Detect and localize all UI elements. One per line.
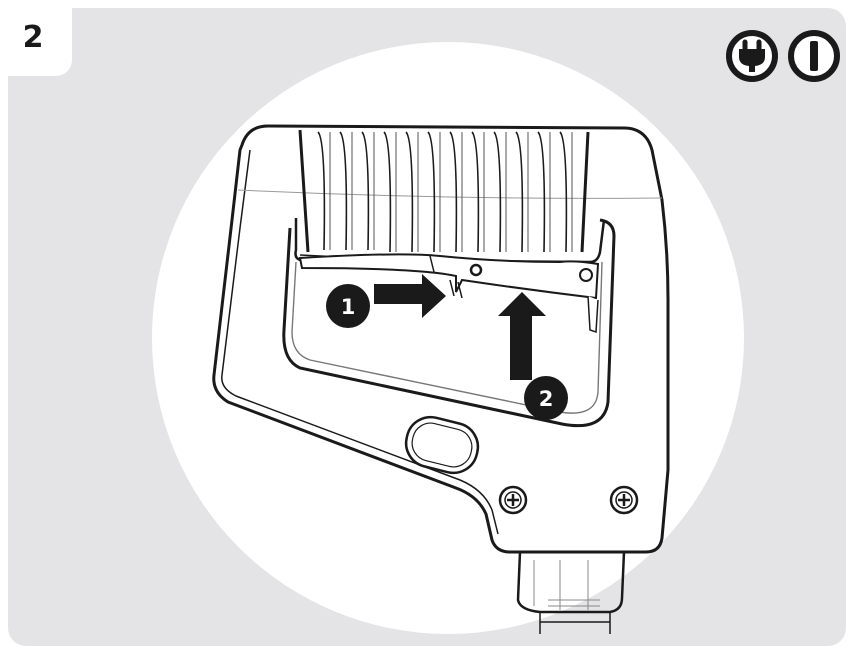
arrow-up-icon — [498, 292, 546, 380]
screw-right-icon — [609, 485, 639, 515]
callout-1-label: 1 — [341, 295, 356, 319]
step-number: 2 — [22, 19, 44, 55]
step-badge: 2 — [8, 8, 72, 76]
callout-2-label: 2 — [539, 387, 554, 411]
filter-latch — [298, 253, 600, 334]
power-icons — [726, 30, 840, 82]
plug-icon — [726, 30, 778, 82]
arrow-right-icon — [374, 274, 446, 318]
power-off-icon — [788, 30, 840, 82]
oval-button — [404, 415, 480, 475]
callout-2-badge — [524, 376, 568, 420]
callout-1-badge — [326, 284, 370, 328]
callout-2: 2 — [498, 292, 568, 420]
screw-left-icon — [498, 485, 528, 515]
device-body — [212, 124, 670, 554]
cable-outlet — [516, 551, 626, 634]
filter-grille — [298, 129, 590, 253]
callout-1: 1 — [326, 274, 446, 328]
